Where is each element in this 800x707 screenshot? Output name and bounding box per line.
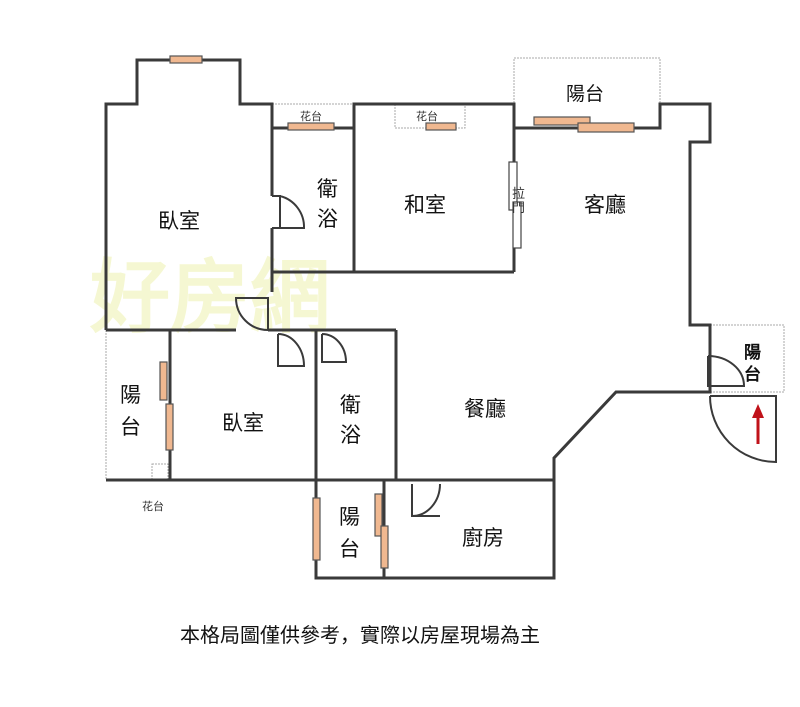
balcony-top-label: 陽台 bbox=[566, 83, 604, 105]
balcony-left-label-a: 陽 bbox=[120, 383, 141, 407]
windows bbox=[159, 55, 635, 569]
balcony-left-label-b: 台 bbox=[120, 415, 141, 439]
sliding-door-label-a: 拉 bbox=[512, 187, 525, 202]
dining-room-label: 餐廳 bbox=[464, 397, 506, 421]
planter-1-label: 花台 bbox=[300, 109, 322, 123]
balcony-bottom-label-a: 陽 bbox=[339, 505, 360, 529]
sliding-door-label-b: 門 bbox=[512, 201, 525, 216]
japanese-room-label: 和室 bbox=[404, 193, 446, 217]
bath-2-label-b: 浴 bbox=[340, 423, 361, 447]
bedroom-1-label: 臥室 bbox=[158, 209, 200, 233]
living-room-label: 客廳 bbox=[584, 193, 626, 217]
entrance-arrow-icon bbox=[752, 404, 764, 444]
disclaimer-caption: 本格局圖僅供參考，實際以房屋現場為主 bbox=[180, 623, 540, 647]
entrance-door[interactable] bbox=[709, 395, 777, 464]
kitchen-label: 廚房 bbox=[462, 526, 504, 550]
planter-2-label: 花台 bbox=[416, 109, 438, 123]
bath-1-label-a: 衛 bbox=[317, 177, 338, 201]
bath-1-label-b: 浴 bbox=[317, 207, 338, 231]
doors bbox=[234, 195, 777, 517]
planter-3-label: 花台 bbox=[142, 499, 164, 513]
walls bbox=[104, 58, 712, 580]
bedroom-2-label: 臥室 bbox=[222, 411, 264, 435]
balcony-right-label-a: 陽 bbox=[744, 343, 761, 363]
balcony-bottom-label-b: 台 bbox=[339, 537, 360, 561]
bath-2-label-a: 衛 bbox=[340, 393, 361, 417]
balcony-right-label-b: 台 bbox=[744, 364, 761, 385]
